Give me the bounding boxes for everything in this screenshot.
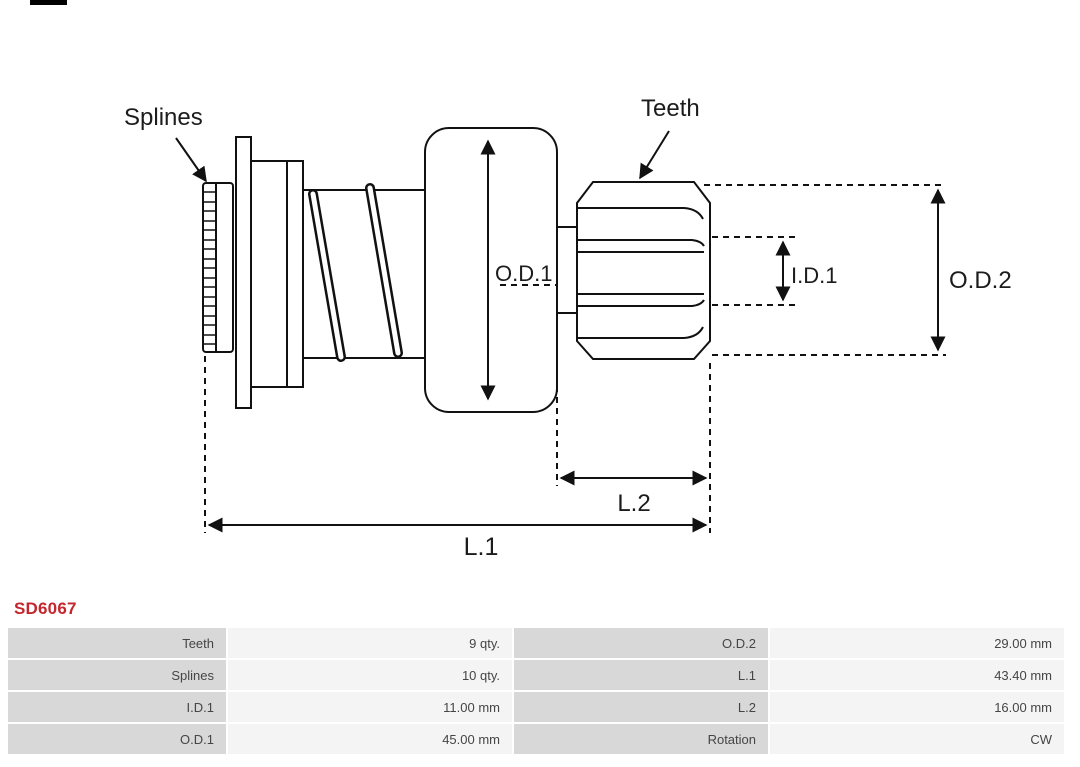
spec-label: Teeth — [8, 628, 226, 658]
od2-label: O.D.2 — [949, 267, 1012, 294]
id1-label: I.D.1 — [791, 263, 837, 288]
spec-value: 11.00 mm — [228, 692, 512, 722]
spec-value: 9 qty. — [228, 628, 512, 658]
technical-drawing: Splines Teeth O.D.1 I.D.1 O.D.2 L.2 L.1 — [124, 95, 1012, 561]
splines-label: Splines — [124, 104, 203, 131]
spec-label: Rotation — [514, 724, 768, 754]
spec-row: O.D.1 45.00 mm Rotation CW — [8, 724, 1064, 754]
teeth-leader-arrow — [639, 130, 670, 180]
spec-row: Splines 10 qty. L.1 43.40 mm — [8, 660, 1064, 690]
spec-label: I.D.1 — [8, 692, 226, 722]
l2-label: L.2 — [617, 490, 650, 517]
spec-label: L.1 — [514, 660, 768, 690]
splined-shaft — [202, 182, 234, 353]
top-left-mark — [30, 0, 67, 5]
spec-label: L.2 — [514, 692, 768, 722]
teeth-label: Teeth — [641, 95, 700, 122]
spec-value: 43.40 mm — [770, 660, 1064, 690]
product-code: SD6067 — [14, 599, 77, 618]
spec-value: 16.00 mm — [770, 692, 1064, 722]
spec-row: I.D.1 11.00 mm L.2 16.00 mm — [8, 692, 1064, 722]
gear-neck — [556, 226, 578, 314]
spec-value: 10 qty. — [228, 660, 512, 690]
spec-row: Teeth 9 qty. O.D.2 29.00 mm — [8, 628, 1064, 658]
od1-label: O.D.1 — [495, 261, 552, 286]
spring-coil — [308, 183, 403, 362]
spec-value: 29.00 mm — [770, 628, 1064, 658]
spec-label: Splines — [8, 660, 226, 690]
l1-label: L.1 — [464, 533, 499, 561]
spec-value: CW — [770, 724, 1064, 754]
splines-leader-arrow — [175, 137, 207, 183]
spec-label: O.D.2 — [514, 628, 768, 658]
pinion-gear — [576, 181, 711, 360]
extension-lines — [204, 184, 946, 533]
spec-table: Teeth 9 qty. O.D.2 29.00 mm Splines 10 q… — [6, 626, 1066, 756]
spec-value: 45.00 mm — [228, 724, 512, 754]
drive-shaft — [303, 189, 427, 359]
flange-disks — [235, 136, 304, 409]
spec-label: O.D.1 — [8, 724, 226, 754]
